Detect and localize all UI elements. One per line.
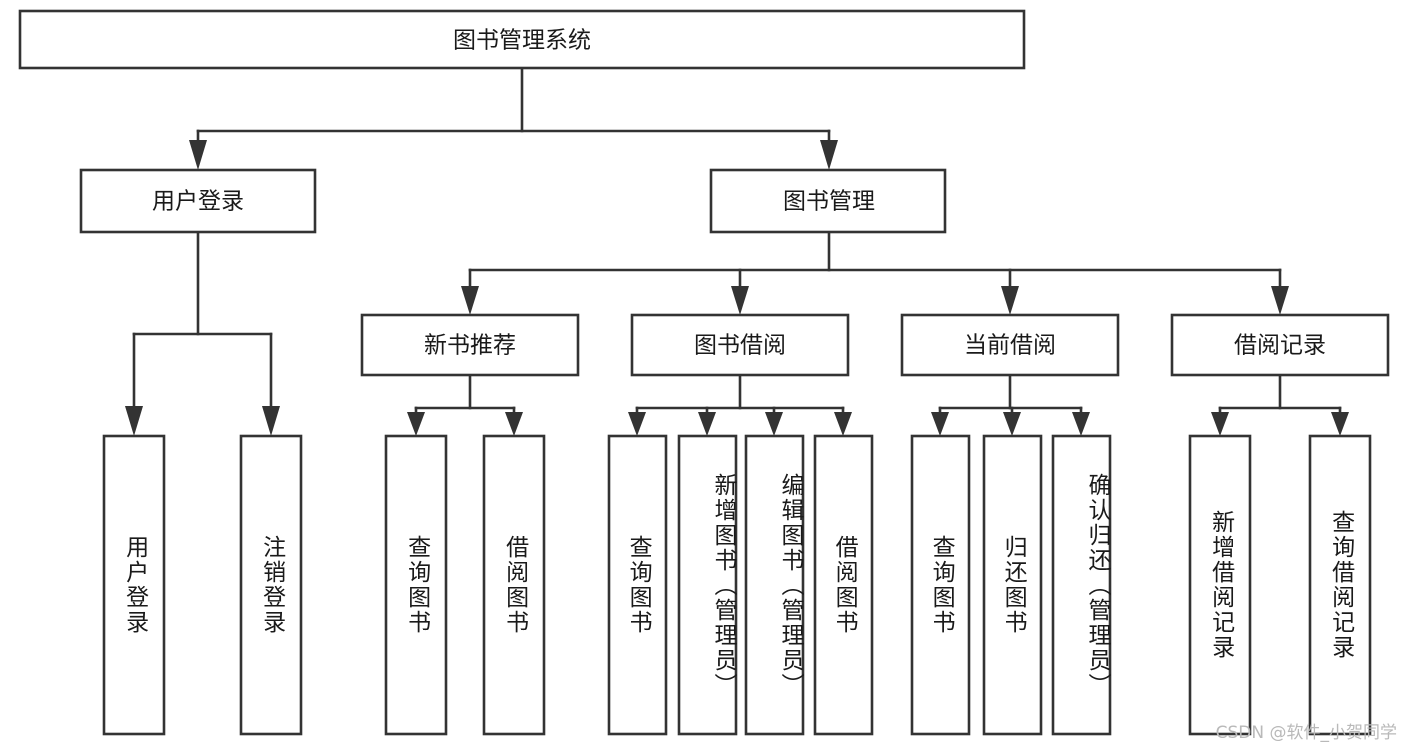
leaf-edit-book-admin-box[interactable] bbox=[744, 434, 805, 736]
leaf-confirm-return-admin-box[interactable] bbox=[1051, 434, 1112, 736]
leaf-add-book-admin-box[interactable] bbox=[677, 434, 738, 736]
node-borrow-record[interactable]: 借阅记录 bbox=[1170, 313, 1390, 377]
leaf-borrow-book-borrow-box[interactable] bbox=[813, 434, 874, 736]
arrowhead-book-borrow bbox=[731, 286, 749, 315]
node-new-book-recommend-box[interactable] bbox=[360, 313, 580, 377]
leaf-return-book-box[interactable] bbox=[982, 434, 1043, 736]
leaf-query-book-current-box[interactable] bbox=[910, 434, 971, 736]
node-root-label: 图书管理系统 bbox=[453, 28, 591, 54]
node-book-management-box[interactable] bbox=[709, 168, 947, 234]
node-root-box[interactable] bbox=[18, 9, 1026, 70]
arrowhead-new-book-recommend bbox=[461, 286, 479, 315]
leaf-user-logout-box[interactable] bbox=[239, 434, 303, 736]
arrowhead-leaf-add-book-admin bbox=[698, 412, 716, 436]
node-book-borrow[interactable]: 图书借阅 bbox=[630, 313, 850, 377]
arrowhead-leaf-confirm-return-admin bbox=[1072, 412, 1090, 436]
node-new-book-recommend[interactable]: 新书推荐 bbox=[360, 313, 580, 377]
leaf-user-login-box[interactable] bbox=[102, 434, 166, 736]
arrowhead-leaf-return-book bbox=[1003, 412, 1021, 436]
arrowhead-leaf-add-borrow-record bbox=[1211, 412, 1229, 436]
leaf-query-borrow-record-box[interactable] bbox=[1308, 434, 1372, 736]
leaf-box-layer bbox=[102, 434, 1372, 736]
leaf-add-borrow-record-box[interactable] bbox=[1188, 434, 1252, 736]
arrowhead-leaf-user-login bbox=[125, 406, 143, 436]
node-book-borrow-box[interactable] bbox=[630, 313, 850, 377]
node-user-login-box[interactable] bbox=[79, 168, 317, 234]
arrowhead-book-management bbox=[820, 140, 838, 170]
node-book-management-label: 图书管理 bbox=[783, 189, 875, 215]
node-new-book-recommend-label: 新书推荐 bbox=[424, 333, 516, 359]
leaf-query-book-new-box[interactable] bbox=[384, 434, 448, 736]
node-current-borrow[interactable]: 当前借阅 bbox=[900, 313, 1120, 377]
arrowhead-user-login bbox=[189, 140, 207, 170]
csdn-watermark: CSDN @软件_小贺同学 bbox=[1215, 723, 1397, 743]
arrowhead-leaf-edit-book-admin bbox=[765, 412, 783, 436]
arrowhead-leaf-query-book-new bbox=[407, 412, 425, 436]
arrowhead-leaf-query-borrow-record bbox=[1331, 412, 1349, 436]
node-root[interactable]: 图书管理系统 bbox=[18, 9, 1026, 70]
node-borrow-record-box[interactable] bbox=[1170, 313, 1390, 377]
arrowhead-current-borrow bbox=[1001, 286, 1019, 315]
node-current-borrow-box[interactable] bbox=[900, 313, 1120, 377]
arrowhead-leaf-query-book-borrow bbox=[628, 412, 646, 436]
arrowhead-leaf-borrow-book-borrow bbox=[834, 412, 852, 436]
node-user-login-label: 用户登录 bbox=[152, 189, 244, 215]
node-book-borrow-label: 图书借阅 bbox=[694, 333, 786, 359]
connector-layer bbox=[125, 66, 1349, 436]
leaf-borrow-book-new-box[interactable] bbox=[482, 434, 546, 736]
node-current-borrow-label: 当前借阅 bbox=[964, 333, 1056, 359]
arrowhead-leaf-query-book-current bbox=[931, 412, 949, 436]
node-book-management[interactable]: 图书管理 bbox=[709, 168, 947, 234]
node-borrow-record-label: 借阅记录 bbox=[1234, 333, 1326, 359]
arrowhead-leaf-borrow-book-new bbox=[505, 412, 523, 436]
leaf-query-book-borrow-box[interactable] bbox=[607, 434, 668, 736]
arrowhead-borrow-record bbox=[1271, 286, 1289, 315]
arrowhead-leaf-user-logout bbox=[262, 406, 280, 436]
node-user-login[interactable]: 用户登录 bbox=[79, 168, 317, 234]
